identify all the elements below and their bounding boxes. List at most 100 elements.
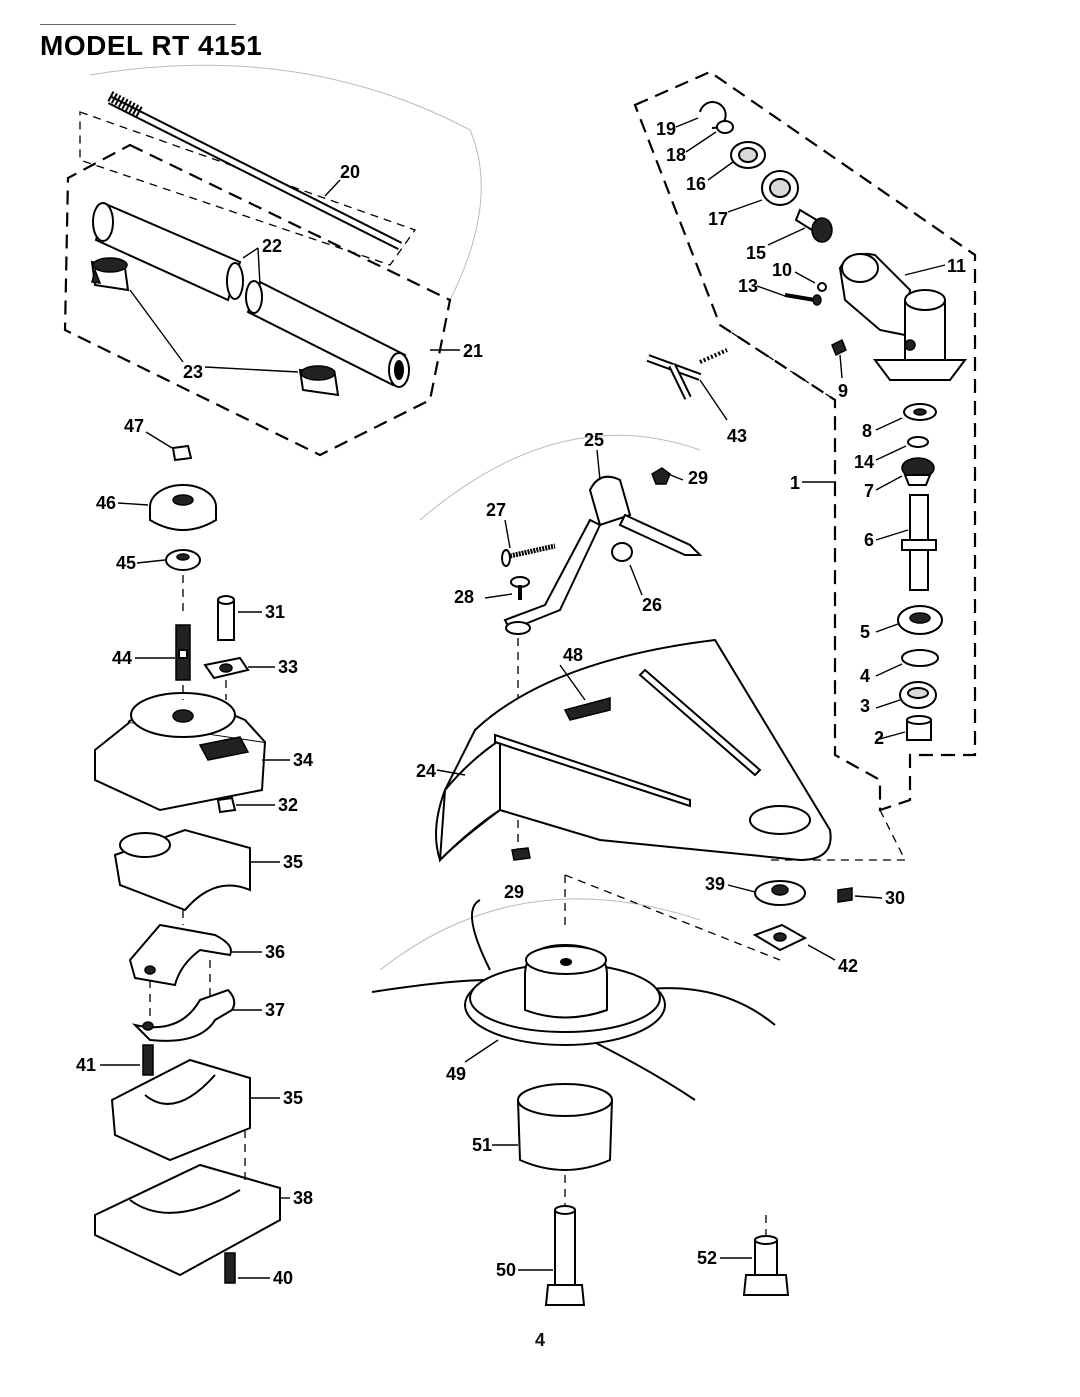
callout-4: 4 xyxy=(860,666,870,686)
callout-43: 43 xyxy=(727,426,747,446)
clamp-35-upper xyxy=(113,828,251,912)
small-ring xyxy=(716,120,734,134)
bearing-5 xyxy=(897,605,943,635)
callout-39: 39 xyxy=(705,874,725,894)
bevel-gear xyxy=(901,457,935,486)
housing-34 xyxy=(94,692,267,812)
callout-6: 6 xyxy=(864,530,874,550)
nut-52 xyxy=(720,1215,790,1296)
trimmer-head xyxy=(371,899,776,1101)
bearing-3 xyxy=(899,681,937,709)
knob-46 xyxy=(149,484,217,531)
callout-30: 30 xyxy=(885,888,905,908)
callout-31: 31 xyxy=(265,602,285,622)
callout-38: 38 xyxy=(293,1188,313,1208)
callout-35-upper: 35 xyxy=(283,852,303,872)
background-arc xyxy=(89,64,482,301)
gearhead-group xyxy=(633,70,977,861)
callout-29-bottom: 29 xyxy=(504,882,524,902)
shaft-tube-rear xyxy=(245,280,410,388)
washer-10 xyxy=(817,282,827,292)
bearing-17 xyxy=(761,170,799,206)
callout-9: 9 xyxy=(838,381,848,401)
nut-32 xyxy=(216,796,237,814)
callout-51: 51 xyxy=(472,1135,492,1155)
callout-22: 22 xyxy=(262,236,282,256)
callout-5: 5 xyxy=(860,622,870,642)
bolt-30 xyxy=(837,887,853,903)
callout-7: 7 xyxy=(864,481,874,501)
shaft-group xyxy=(63,91,460,457)
callout-32: 32 xyxy=(278,795,298,815)
group-boundary-21 xyxy=(63,143,452,457)
snap-ring-4 xyxy=(901,649,939,667)
handle-bolt xyxy=(646,348,728,421)
nut-29-bottom xyxy=(511,847,531,861)
screw-40 xyxy=(224,1252,236,1284)
nut-29-top xyxy=(651,467,671,485)
spacer-2 xyxy=(906,715,932,741)
title-rule xyxy=(40,24,236,25)
group-boundary-20 xyxy=(79,111,417,266)
callout-28: 28 xyxy=(454,587,474,607)
callout-36: 36 xyxy=(265,942,285,962)
assembly-line xyxy=(564,874,781,961)
callout-19: 19 xyxy=(656,119,676,139)
background-arc xyxy=(379,898,701,971)
callout-21: 21 xyxy=(463,341,483,361)
callout-2: 2 xyxy=(874,728,884,748)
clamp-37 xyxy=(131,988,236,1042)
callout-34: 34 xyxy=(293,750,313,770)
callout-15: 15 xyxy=(746,243,766,263)
callout-18: 18 xyxy=(666,145,686,165)
callout-23: 23 xyxy=(183,362,203,382)
callout-49: 49 xyxy=(446,1064,466,1084)
plate-33 xyxy=(203,656,250,680)
callout-46: 46 xyxy=(96,493,116,513)
bearing-16 xyxy=(730,141,766,169)
callout-52: 52 xyxy=(697,1248,717,1268)
page-number: 4 xyxy=(534,1330,545,1350)
pinion-gear xyxy=(794,208,833,243)
gear-housing xyxy=(838,252,967,381)
plate-42 xyxy=(752,923,808,952)
callout-37: 37 xyxy=(265,1000,285,1020)
clamp-group xyxy=(94,431,290,1284)
callout-27: 27 xyxy=(486,500,506,520)
callout-47: 47 xyxy=(124,416,144,436)
spacer-26 xyxy=(611,542,633,562)
group-boundary-assembly xyxy=(719,324,907,861)
callout-24: 24 xyxy=(416,761,436,781)
clamp-35-lower xyxy=(110,1058,251,1162)
callout-26: 26 xyxy=(642,595,662,615)
page-title: MODEL RT 4151 xyxy=(40,30,263,61)
washer-45 xyxy=(165,549,201,571)
washer-14 xyxy=(907,436,929,448)
callout-3: 3 xyxy=(860,696,870,716)
spool-cup-51 xyxy=(492,1083,614,1205)
bolt-27 xyxy=(501,543,556,567)
background-arc xyxy=(419,434,701,521)
callout-35-lower: 35 xyxy=(283,1088,303,1108)
output-shaft xyxy=(901,494,937,591)
callout-33: 33 xyxy=(278,657,298,677)
housing-38 xyxy=(94,1163,281,1277)
callout-14: 14 xyxy=(854,452,874,472)
pin-31 xyxy=(217,595,235,641)
callout-8: 8 xyxy=(862,421,872,441)
grass-guard xyxy=(435,638,832,863)
retainer-39 xyxy=(754,880,806,906)
callout-44: 44 xyxy=(112,648,132,668)
callout-48: 48 xyxy=(563,645,583,665)
callout-labels: 2 3 4 5 6 7 8 9 10 11 13 14 15 16 17 18 … xyxy=(76,119,966,1288)
callout-50: 50 xyxy=(496,1260,516,1280)
callout-42: 42 xyxy=(838,956,858,976)
callout-13: 13 xyxy=(738,276,758,296)
callout-1: 1 xyxy=(790,473,800,493)
callout-41: 41 xyxy=(76,1055,96,1075)
callout-40: 40 xyxy=(273,1268,293,1288)
shaft-tube-front xyxy=(92,202,244,302)
screw-9 xyxy=(831,338,847,357)
